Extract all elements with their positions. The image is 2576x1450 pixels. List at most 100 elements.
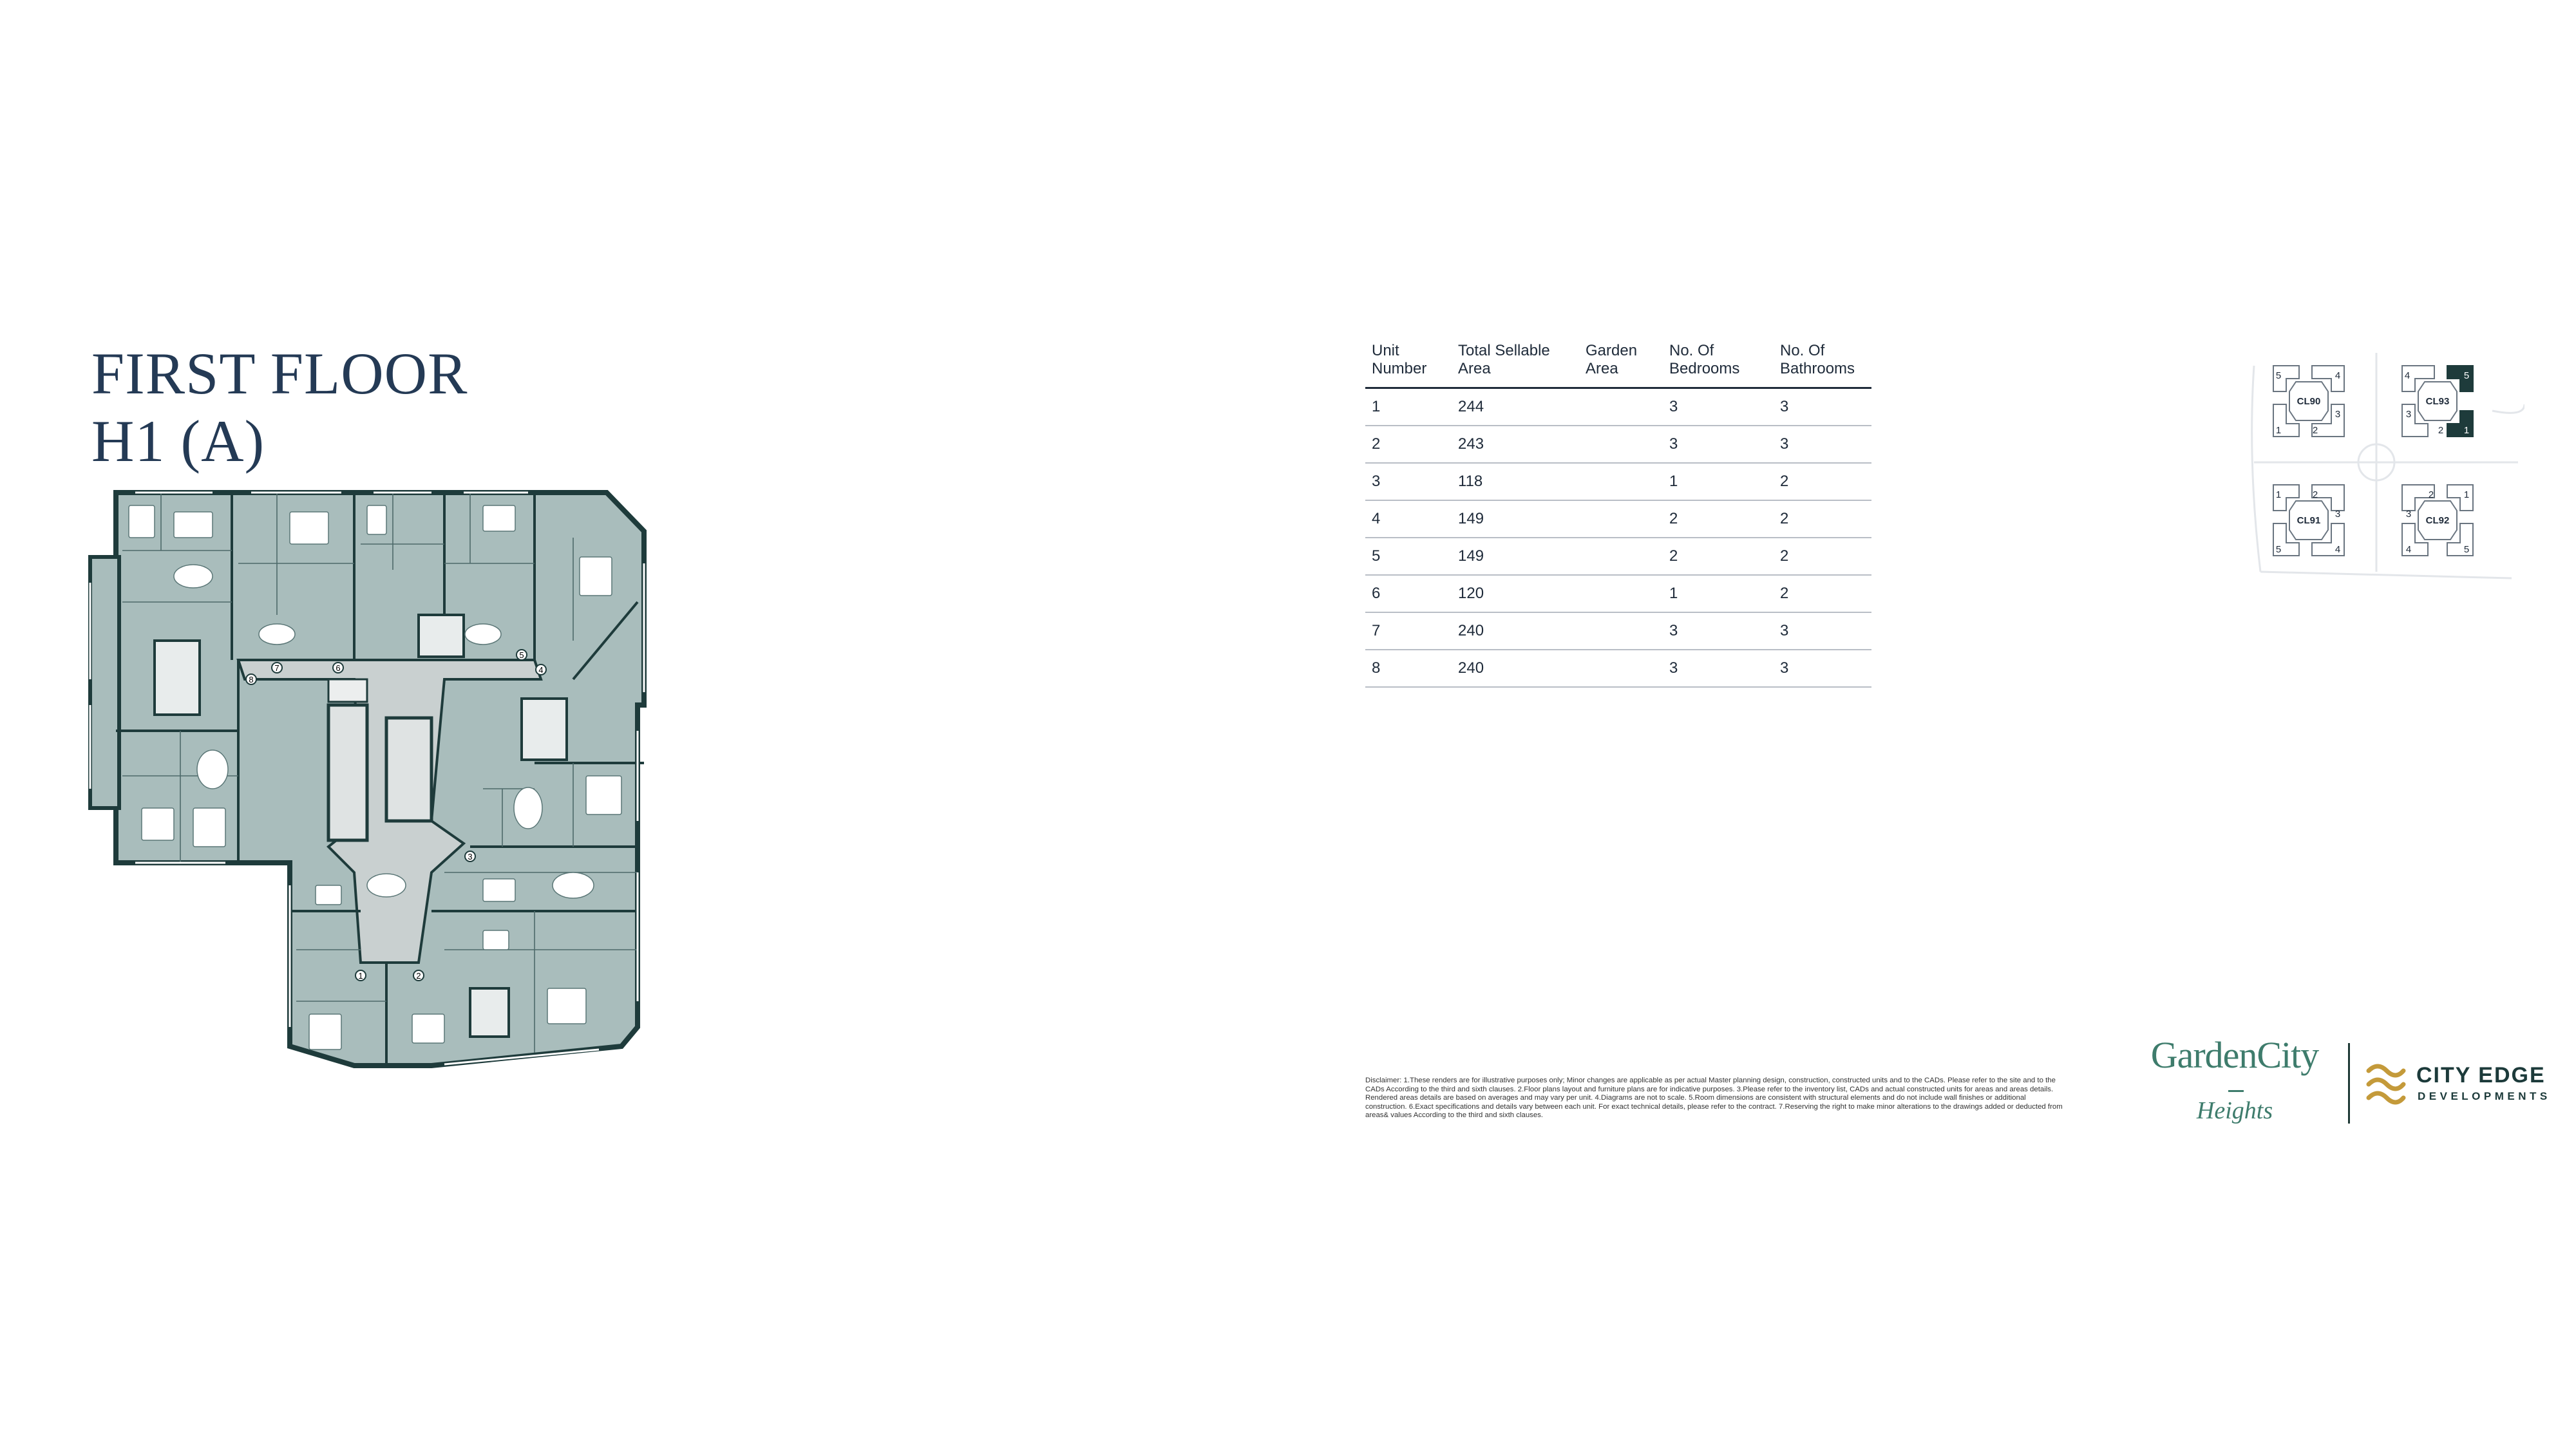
- unit-marker-5: 5: [516, 649, 527, 661]
- title-building: H1 (A): [91, 408, 265, 474]
- cell-bedrooms: 3: [1663, 426, 1774, 464]
- cell-area: 149: [1452, 500, 1579, 538]
- svg-text:2: 2: [2313, 425, 2318, 436]
- cell-garden: [1579, 538, 1663, 576]
- cell-bathrooms: 3: [1774, 612, 1871, 650]
- city-edge-wordmark: CITY EDGE: [2416, 1063, 2546, 1088]
- unit-marker-4: 4: [535, 664, 547, 675]
- site-key-map: CL90 5 4 3 1 2 CL93 4 5 3 2 1 CL91 1 2 3…: [2248, 340, 2524, 585]
- cell-bathrooms: 2: [1774, 500, 1871, 538]
- stair-core: [327, 703, 369, 842]
- cell-bedrooms: 1: [1663, 575, 1774, 613]
- garden-city-heights-logo: GardenCity Heights: [2145, 1033, 2325, 1130]
- building-cl93: CL93 4 5 3 2 1: [2401, 365, 2474, 437]
- garden-city-wordmark: GardenCity: [2150, 1034, 2320, 1076]
- cell-bedrooms: 1: [1663, 463, 1774, 501]
- svg-text:1: 1: [2276, 425, 2281, 436]
- svg-text:3: 3: [468, 852, 472, 862]
- svg-text:2: 2: [2313, 489, 2318, 500]
- svg-text:1: 1: [2464, 489, 2469, 500]
- cell-bedrooms: 2: [1663, 538, 1774, 576]
- svg-text:CL91: CL91: [2297, 515, 2321, 526]
- cell-area: 240: [1452, 650, 1579, 688]
- cell-area: 118: [1452, 463, 1579, 501]
- svg-text:1: 1: [358, 971, 363, 981]
- cell-bathrooms: 3: [1774, 426, 1871, 464]
- svg-text:1: 1: [2276, 489, 2281, 500]
- light-well-left: [153, 639, 201, 716]
- cell-bedrooms: 3: [1663, 388, 1774, 426]
- light-well-bottom: [469, 987, 510, 1038]
- cell-garden: [1579, 500, 1663, 538]
- heights-wordmark: Heights: [2196, 1097, 2273, 1124]
- cell-unit: 4: [1365, 500, 1452, 538]
- svg-text:CL93: CL93: [2426, 396, 2450, 407]
- cell-unit: 2: [1365, 426, 1452, 464]
- cell-unit: 6: [1365, 575, 1452, 613]
- svg-text:1: 1: [2464, 425, 2469, 436]
- svg-text:7: 7: [274, 663, 279, 673]
- cell-garden: [1579, 388, 1663, 426]
- cell-area: 120: [1452, 575, 1579, 613]
- svg-text:4: 4: [2406, 544, 2411, 555]
- svg-text:2: 2: [2429, 489, 2434, 500]
- cell-bedrooms: 2: [1663, 500, 1774, 538]
- logo-separator: [2348, 1043, 2350, 1124]
- svg-text:4: 4: [2335, 370, 2340, 381]
- cell-garden: [1579, 463, 1663, 501]
- city-edge-logo: CITY EDGE DEVELOPMENTS: [2365, 1059, 2552, 1111]
- building-cl91: CL91 1 2 3 5 4: [2273, 484, 2345, 556]
- svg-text:3: 3: [2406, 509, 2411, 520]
- cell-garden: [1579, 650, 1663, 688]
- cell-garden: [1579, 575, 1663, 613]
- site-roads: [2251, 353, 2524, 579]
- cell-unit: 3: [1365, 463, 1452, 501]
- building-cl90: CL90 5 4 3 1 2: [2273, 365, 2345, 437]
- lift-core: [384, 716, 433, 823]
- cell-bathrooms: 3: [1774, 650, 1871, 688]
- page-title: FIRST FLOOR H1 (A): [91, 340, 468, 475]
- cell-bathrooms: 2: [1774, 463, 1871, 501]
- svg-text:3: 3: [2406, 409, 2411, 420]
- unit-marker-1: 1: [355, 970, 366, 981]
- title-floor: FIRST FLOOR: [91, 341, 468, 406]
- svg-text:3: 3: [2335, 409, 2340, 420]
- unit-marker-7: 7: [271, 662, 283, 673]
- svg-text:8: 8: [249, 675, 253, 684]
- cell-bathrooms: 2: [1774, 538, 1871, 576]
- svg-text:2: 2: [416, 971, 421, 981]
- cell-area: 244: [1452, 388, 1579, 426]
- building-cl92: CL92 2 1 3 4 5: [2401, 484, 2474, 556]
- unit-marker-6: 6: [332, 662, 344, 673]
- svg-text:6: 6: [336, 663, 340, 673]
- svg-text:CL90: CL90: [2297, 396, 2321, 407]
- svg-text:4: 4: [538, 665, 543, 675]
- svg-text:5: 5: [519, 650, 524, 660]
- cell-unit: 1: [1365, 388, 1452, 426]
- svg-text:5: 5: [2276, 544, 2281, 555]
- city-edge-mark-icon: [2366, 1064, 2406, 1105]
- cell-bathrooms: 2: [1774, 575, 1871, 613]
- light-well-top: [417, 614, 465, 658]
- cell-unit: 5: [1365, 538, 1452, 576]
- svg-text:3: 3: [2335, 509, 2340, 520]
- cell-garden: [1579, 426, 1663, 464]
- windows: [89, 491, 645, 1066]
- room-partitions: [122, 493, 638, 1053]
- cell-area: 240: [1452, 612, 1579, 650]
- svg-text:5: 5: [2276, 370, 2281, 381]
- svg-text:5: 5: [2464, 544, 2469, 555]
